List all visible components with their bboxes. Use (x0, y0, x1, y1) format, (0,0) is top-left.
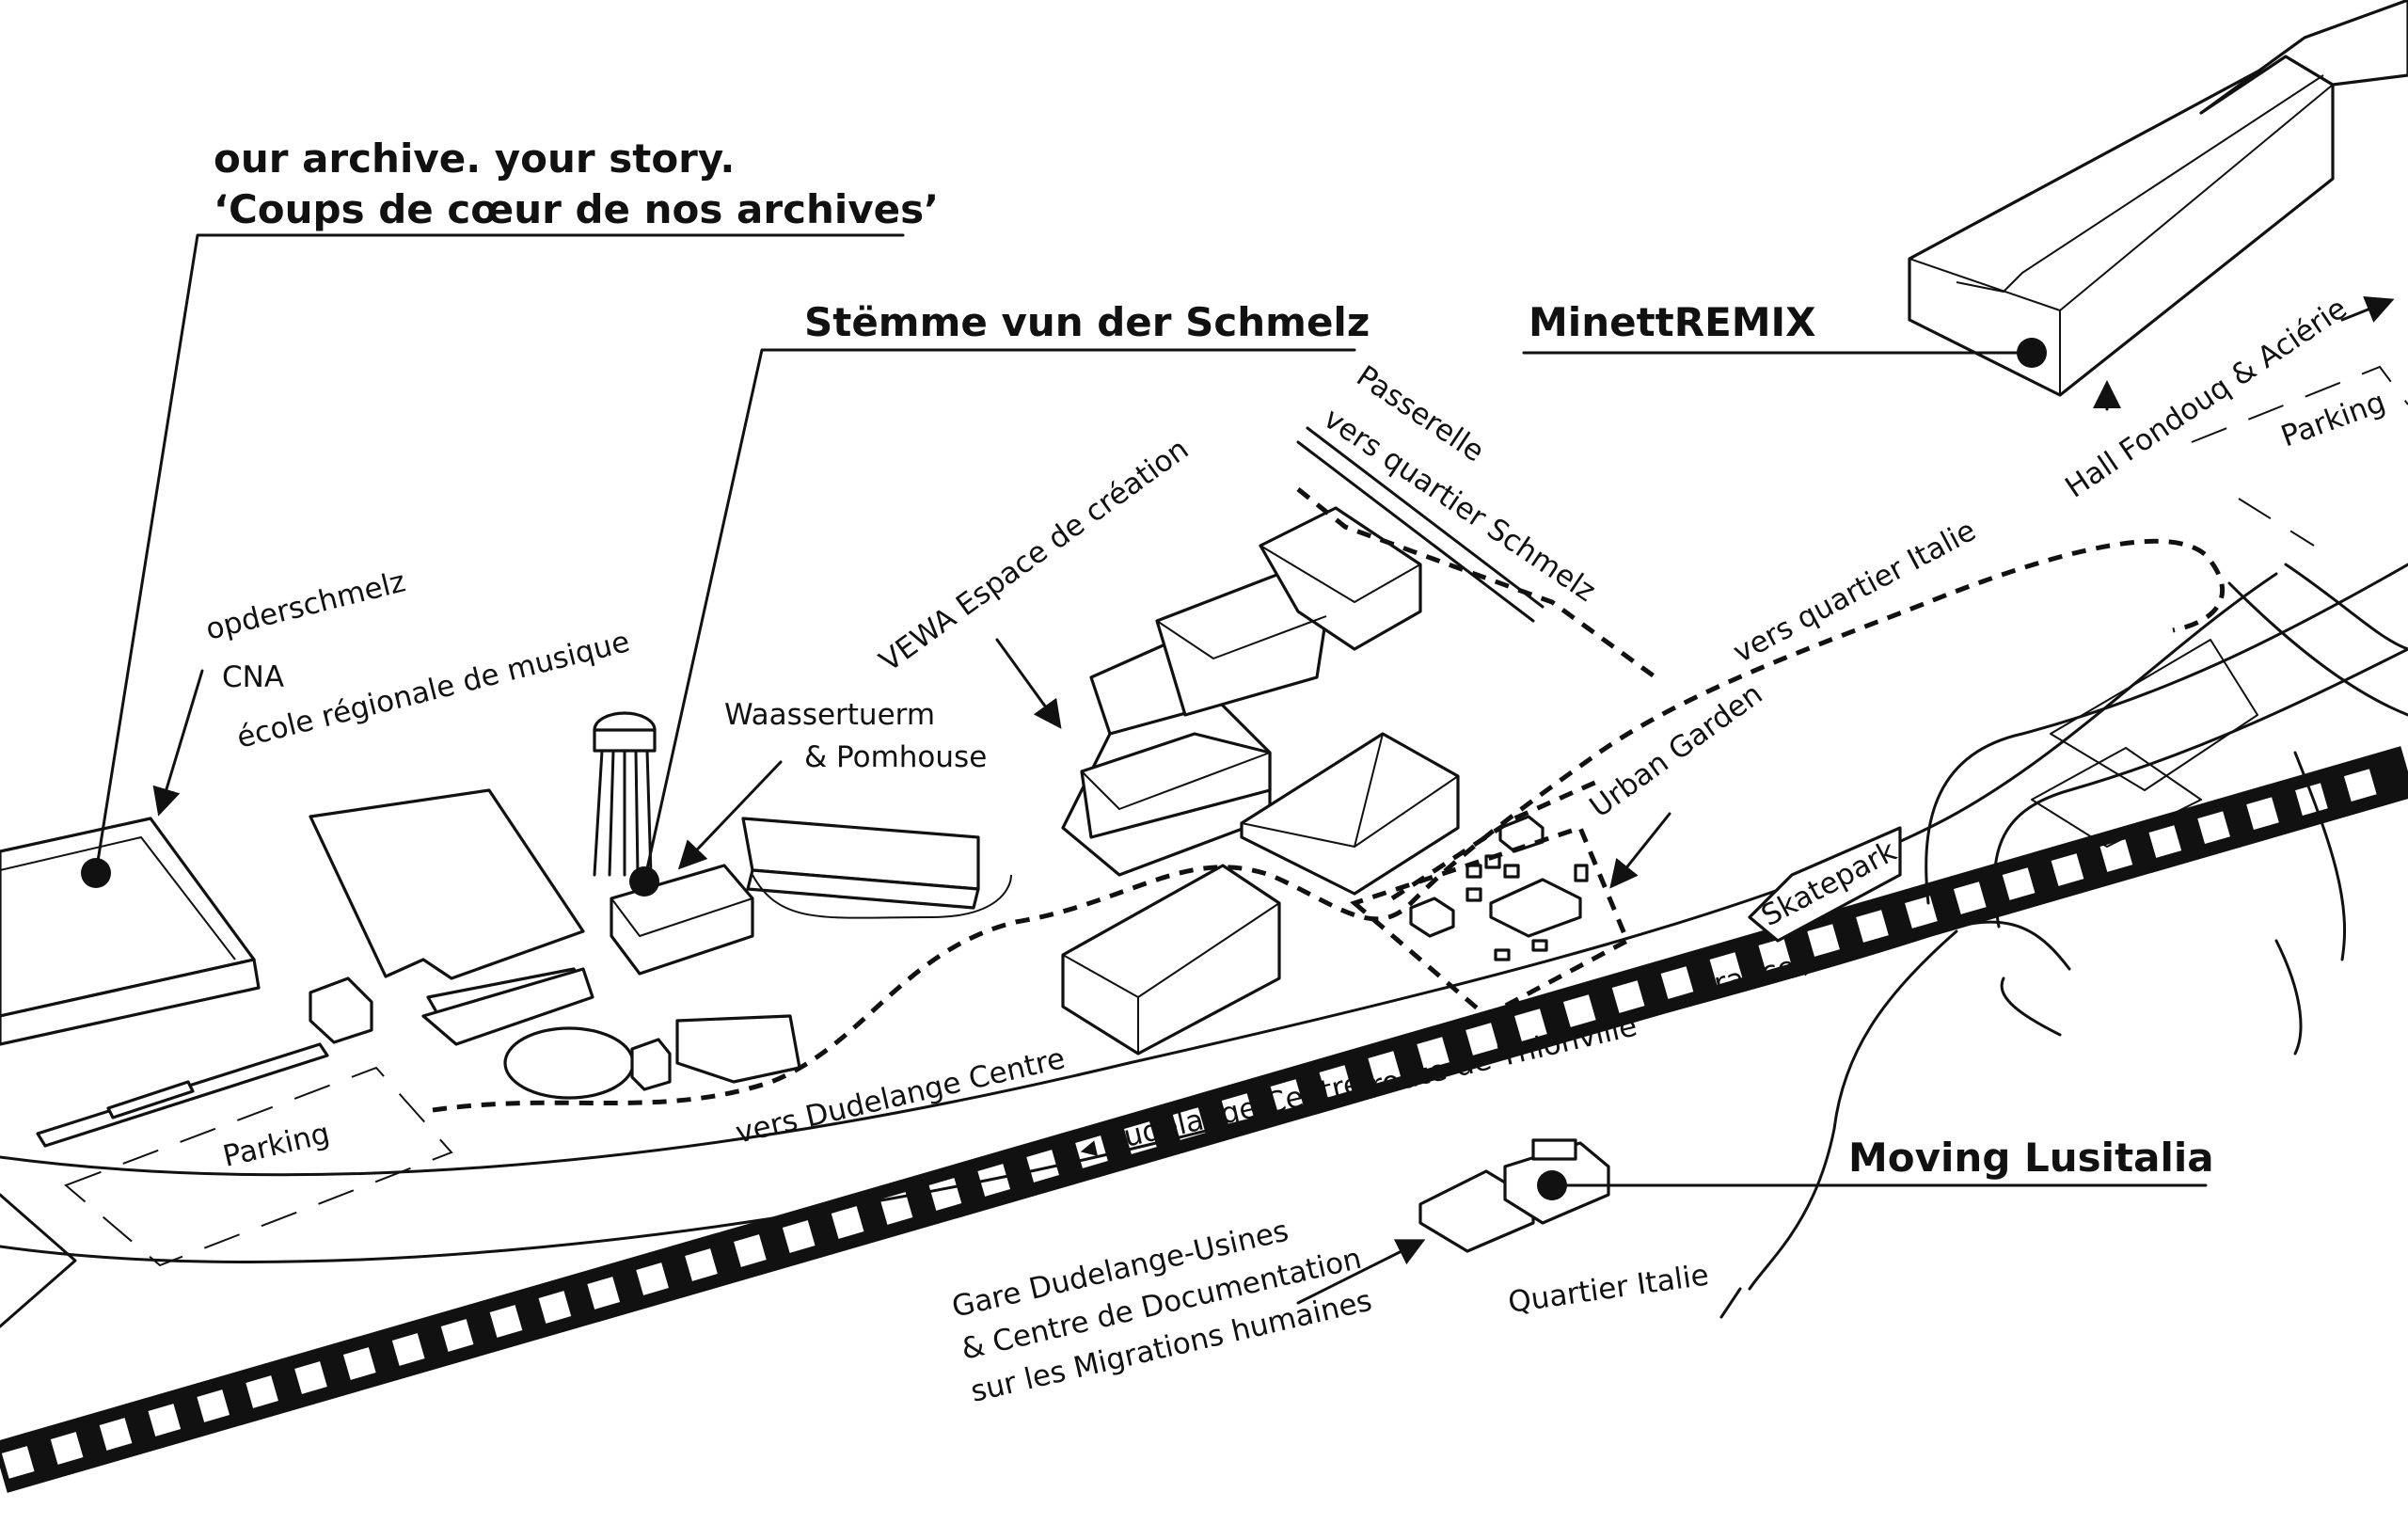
rail-tie (782, 1220, 816, 1253)
rail-tie (1611, 980, 1645, 1013)
rail-tie (342, 1347, 376, 1380)
rail-tie (1465, 1023, 1498, 1056)
rail-tie (1660, 966, 1694, 999)
minettremix-title: MinettREMIX (1529, 299, 1816, 345)
parking-left (64, 1066, 453, 1267)
rail-tie (2099, 839, 2133, 872)
arrows (152, 295, 2395, 1319)
label-ecole-musique: école régionale de musique (233, 625, 633, 755)
rail-tie (1, 1446, 35, 1479)
rail-tie (1368, 1051, 1402, 1084)
water-tower (593, 711, 657, 877)
rail-tie (538, 1291, 572, 1324)
rail-tie (1953, 881, 1987, 914)
passerelle (1296, 426, 1545, 623)
rail-tie (1417, 1037, 1450, 1070)
hall-middle-2 (1061, 864, 1281, 1056)
stemme-title: Stëmme vun der Schmelz (804, 299, 1370, 345)
left-arrow-icon: ◀ (1078, 1136, 1099, 1163)
rail-tie (1514, 1008, 1547, 1041)
label-parking-right: Parking (2276, 385, 2389, 453)
rail-tie (2343, 769, 2377, 802)
rail-tie (2246, 797, 2279, 831)
rail-tie (294, 1361, 327, 1394)
rail-tie (1026, 1150, 1059, 1183)
rail-tie (734, 1234, 767, 1267)
rail-tie (1562, 994, 1596, 1027)
rail-tie (685, 1248, 718, 1281)
buildings (0, 0, 2408, 1253)
moving-lusitalia-title: Moving Lusitalia (1848, 1135, 2214, 1181)
label-cna: CNA (222, 660, 284, 694)
rail-tie (197, 1389, 230, 1422)
right-arrow-icon: ▶ (1800, 953, 1821, 979)
rail-tie (391, 1333, 425, 1366)
leader-lines (81, 233, 2208, 1200)
minettremix-hall (1908, 0, 2408, 397)
rail-tie (1221, 1093, 1255, 1126)
label-quartier-italie: Quartier Italie (1506, 1258, 1711, 1320)
vewa-complex (1061, 506, 1422, 877)
hall-middle-1 (1240, 732, 1460, 896)
label-opderschmelz: opderschmelz (202, 564, 408, 646)
label-vewa: VEWA Espace de création (874, 432, 1196, 678)
rail-tie (831, 1206, 864, 1239)
label-vers-italie: vers quartier Italie (1728, 514, 1982, 670)
rail-tie (148, 1404, 182, 1437)
rail-tie (1807, 924, 1840, 957)
long-hall (741, 817, 1012, 919)
gare-building (1418, 1138, 1610, 1253)
road-label-dudelange-centre: ◀Dudelange Centre (1076, 1067, 1365, 1165)
skatepark-shape (1748, 826, 1902, 943)
rail-tie (50, 1432, 84, 1465)
rail-tie (99, 1418, 133, 1451)
walking-paths (432, 487, 2226, 1113)
rail-tie (1856, 910, 1889, 943)
rail-tie (2197, 811, 2230, 845)
parking-right (2191, 365, 2408, 547)
rail-tie (2148, 825, 2182, 858)
highlight-labels: our archive. your story. ‘Coups de cœur … (214, 135, 2214, 1181)
garden-huts (1409, 815, 1589, 961)
label-pomhouse: & Pomhouse (804, 740, 987, 774)
rail-tie (1758, 938, 1792, 971)
label-parking-left: Parking (220, 1117, 333, 1174)
archive-title-line2: ‘Coups de cœur de nos archives’ (214, 186, 939, 232)
cna-building (0, 817, 261, 1046)
rail-tie (489, 1305, 523, 1338)
rail-tie (2002, 867, 2036, 900)
rail-tie (587, 1277, 621, 1310)
rail-tie (440, 1319, 474, 1352)
rail-tie (2051, 853, 2084, 886)
rail-tie (246, 1375, 278, 1408)
archive-title-line1: our archive. your story. (214, 135, 735, 182)
label-waassertuerm: Waassertuerm (724, 698, 935, 732)
rail-tie (1270, 1079, 1304, 1112)
rail-tie (2295, 783, 2328, 817)
rail-tie (636, 1262, 669, 1295)
rail-tie (1319, 1065, 1353, 1098)
label-urban-garden: Urban Garden (1584, 677, 1769, 825)
rail-tie (1709, 952, 1743, 985)
